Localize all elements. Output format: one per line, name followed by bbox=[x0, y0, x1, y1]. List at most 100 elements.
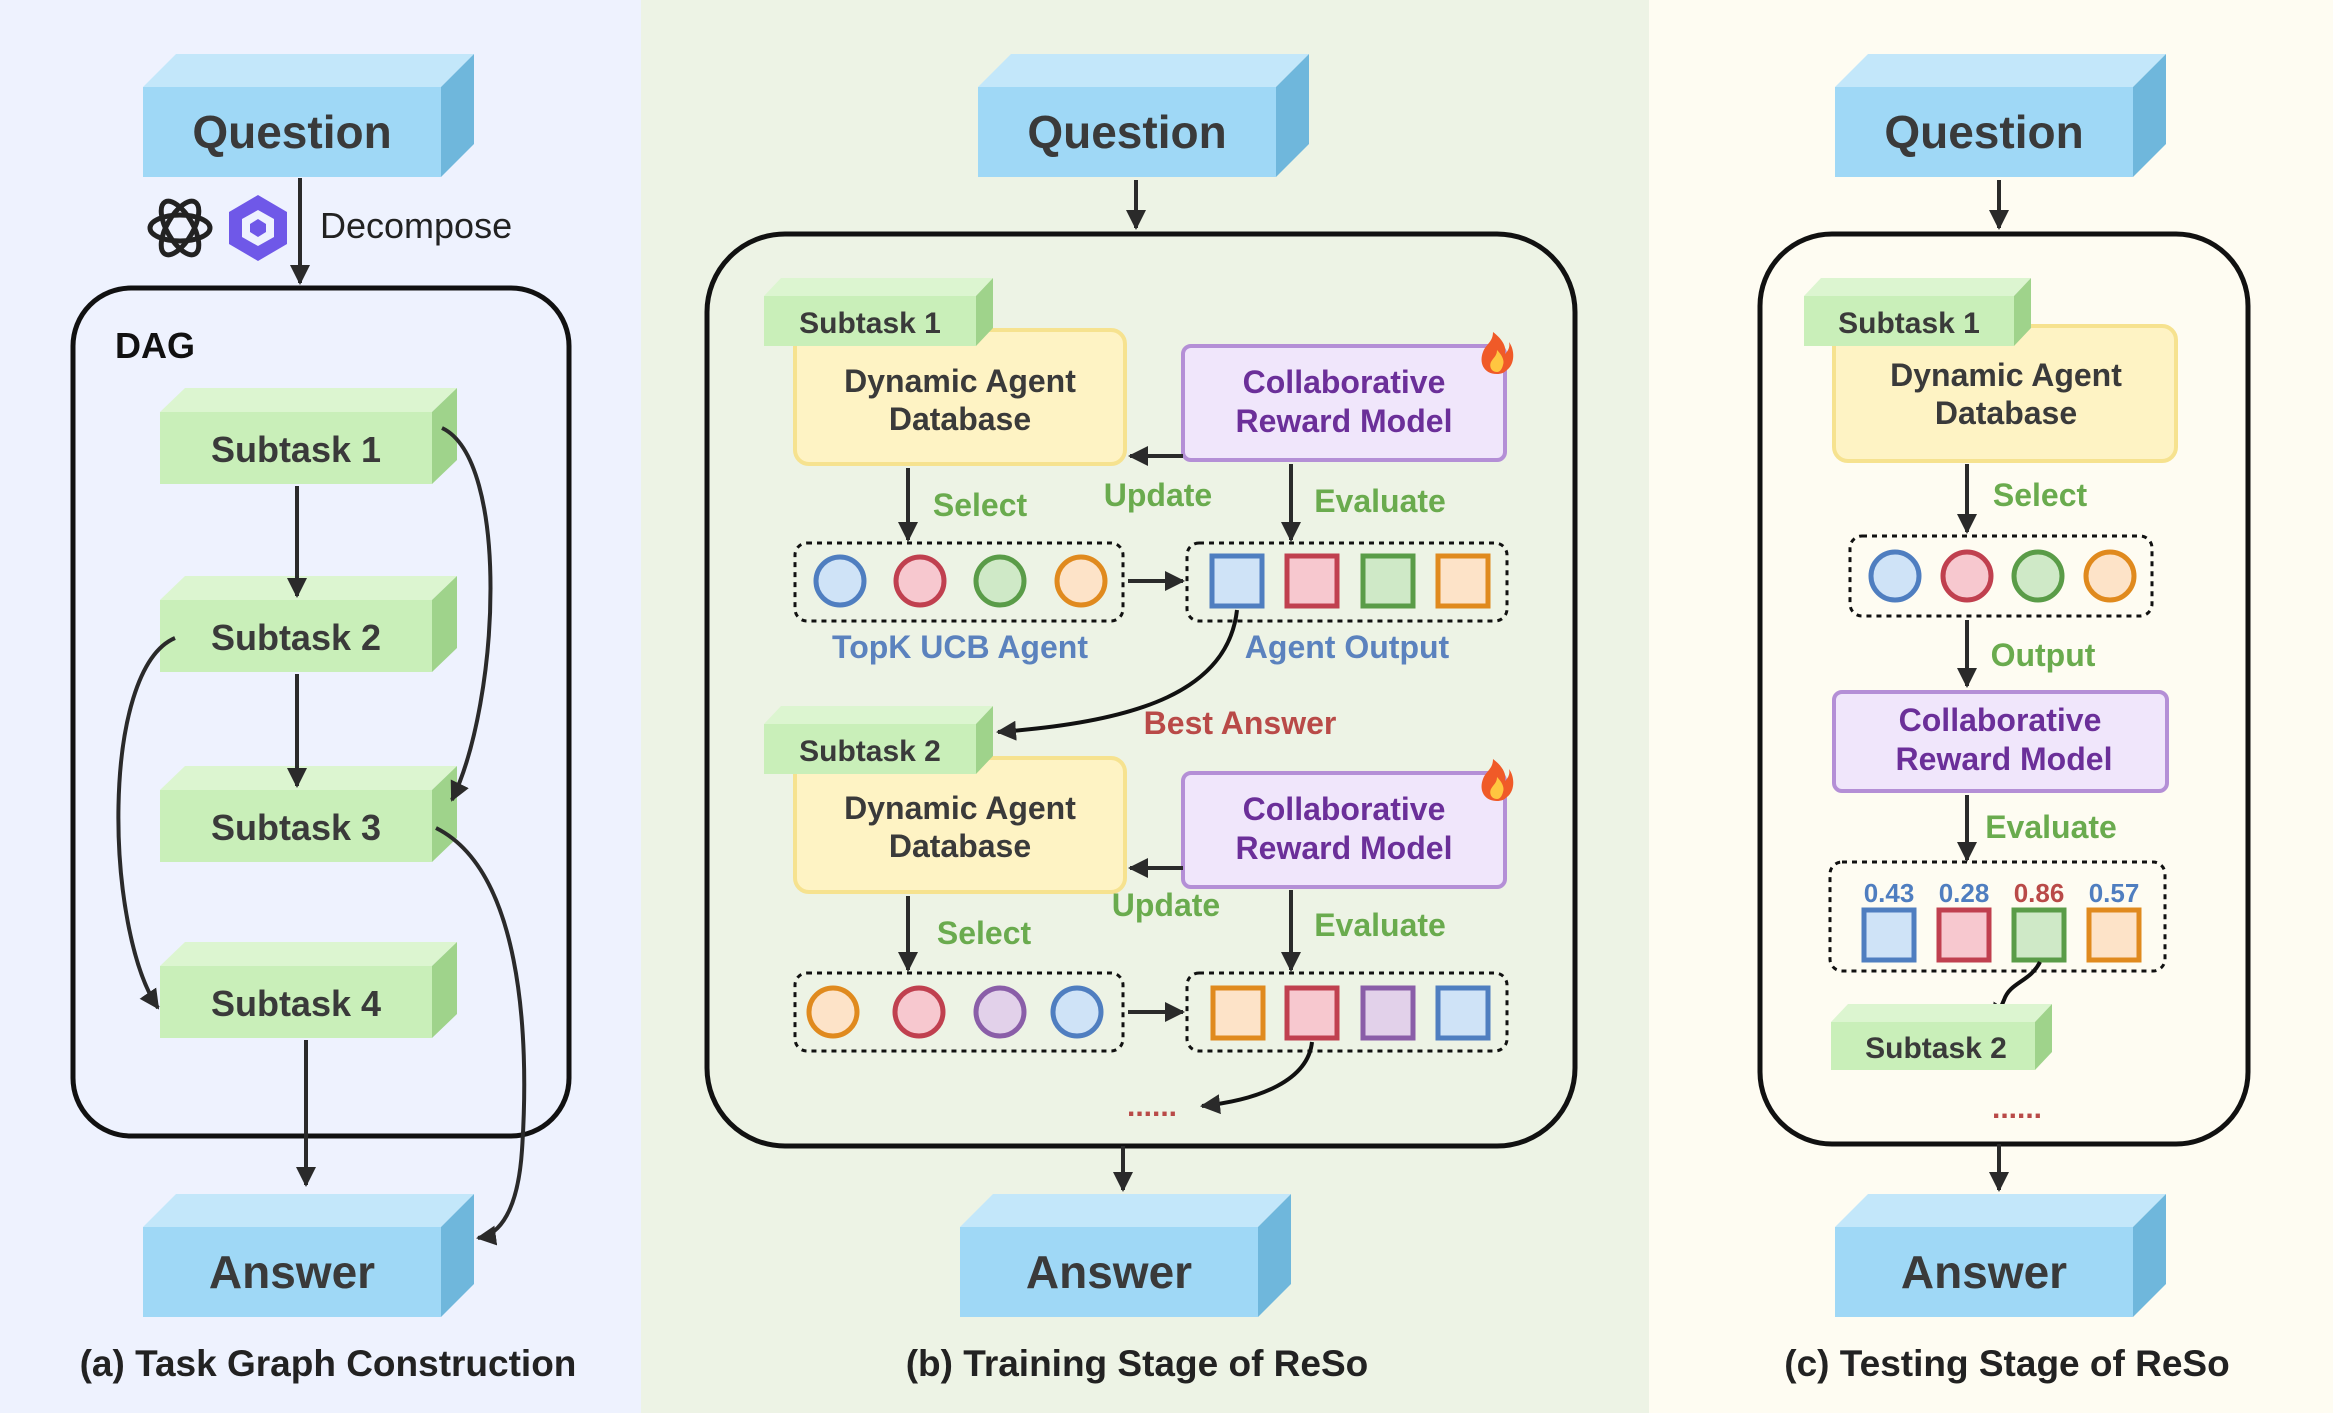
output-square bbox=[1284, 553, 1340, 609]
subtask-4-box-a: Subtask 4 bbox=[160, 942, 457, 1038]
agent-circle bbox=[2011, 549, 2065, 603]
subtask-1-label: Subtask 1 bbox=[211, 429, 381, 470]
output-square bbox=[1360, 553, 1416, 609]
subtask-3-label: Subtask 3 bbox=[211, 807, 381, 848]
db-line-1: Dynamic Agent bbox=[1890, 357, 2122, 393]
fire-icon bbox=[1481, 759, 1514, 801]
answer-box-b: Answer bbox=[960, 1194, 1291, 1317]
subtask-1-tag-b: Subtask 1 bbox=[764, 278, 993, 346]
dynamic-agent-database-2: Dynamic Agent Database bbox=[793, 756, 1127, 894]
select-label-2: Select bbox=[937, 915, 1032, 951]
score-1: 0.43 bbox=[1864, 878, 1915, 908]
crm-line-2: Reward Model bbox=[1896, 741, 2113, 777]
output-square bbox=[1936, 907, 1992, 963]
agent-group-c bbox=[1848, 534, 2154, 618]
output-square bbox=[1209, 553, 1265, 609]
panel-c: Question Dynamic Agent Database Subtask … bbox=[1757, 54, 2251, 1384]
crm-line-2: Reward Model bbox=[1236, 830, 1453, 866]
answer-label: Answer bbox=[1901, 1246, 2067, 1298]
subtask-2-tag-c: Subtask 2 bbox=[1831, 1004, 2052, 1070]
topk-agent-group-1 bbox=[793, 541, 1125, 623]
subtask-2-label: Subtask 2 bbox=[799, 735, 941, 768]
collaborative-reward-model-c: Collaborative Reward Model bbox=[1832, 690, 2169, 793]
question-label: Question bbox=[1884, 106, 2083, 158]
subtask-1-label: Subtask 1 bbox=[799, 307, 941, 340]
evaluate-label-c: Evaluate bbox=[1985, 809, 2117, 845]
subtask-2-tag-b: Subtask 2 bbox=[764, 706, 993, 774]
output-square bbox=[2011, 907, 2067, 963]
output-square bbox=[1435, 553, 1491, 609]
subtask-1-tag-c: Subtask 1 bbox=[1804, 278, 2031, 346]
db-line-2: Database bbox=[889, 828, 1031, 864]
agent-circle bbox=[1054, 554, 1108, 608]
training-container bbox=[704, 231, 1578, 1149]
db-line-1: Dynamic Agent bbox=[844, 363, 1076, 399]
question-box-b: Question bbox=[978, 54, 1309, 177]
output-square bbox=[1861, 907, 1917, 963]
testing-container bbox=[1757, 231, 2251, 1147]
subtask-2-label: Subtask 2 bbox=[211, 617, 381, 658]
panel-b: Question Dynamic Agent Database Subtask … bbox=[704, 54, 1578, 1384]
panel-a-background bbox=[0, 0, 641, 1413]
evaluate-label-1: Evaluate bbox=[1314, 483, 1446, 519]
crm-line-1: Collaborative bbox=[1243, 364, 1446, 400]
caption-c: (c) Testing Stage of ReSo bbox=[1784, 1343, 2229, 1384]
agent-circle bbox=[973, 554, 1027, 608]
db-line-2: Database bbox=[889, 401, 1031, 437]
answer-label: Answer bbox=[1026, 1246, 1192, 1298]
dynamic-agent-database-c: Dynamic Agent Database bbox=[1832, 324, 2178, 463]
db-line-1: Dynamic Agent bbox=[844, 790, 1076, 826]
agent-circle bbox=[1940, 549, 1994, 603]
arrow-next-round bbox=[1200, 1041, 1314, 1115]
subtask-1-box-a: Subtask 1 bbox=[160, 388, 457, 484]
output-square bbox=[2086, 907, 2142, 963]
score-4: 0.57 bbox=[2089, 878, 2140, 908]
db-line-2: Database bbox=[1935, 395, 2077, 431]
subtask-4-label: Subtask 4 bbox=[211, 983, 381, 1024]
agent-circle bbox=[806, 985, 860, 1039]
agent-circle bbox=[1050, 985, 1104, 1039]
collaborative-reward-model-2: Collaborative Reward Model bbox=[1181, 771, 1507, 889]
output-label-c: Output bbox=[1991, 637, 2096, 673]
arrow-best-answer bbox=[996, 609, 1239, 741]
question-box-a: Question bbox=[143, 54, 474, 177]
answer-box-c: Answer bbox=[1835, 1194, 2166, 1317]
dag-container bbox=[70, 285, 572, 1139]
decompose-label: Decompose bbox=[320, 205, 512, 246]
score-2: 0.28 bbox=[1939, 878, 1990, 908]
score-3: 0.86 bbox=[2014, 878, 2065, 908]
dag-label: DAG bbox=[115, 325, 195, 366]
output-square bbox=[1435, 985, 1491, 1041]
agent-output-group-1 bbox=[1185, 541, 1509, 623]
agent-output-label: Agent Output bbox=[1245, 629, 1450, 665]
fire-icon bbox=[1481, 332, 1514, 374]
caption-b: (b) Training Stage of ReSo bbox=[906, 1343, 1369, 1384]
agent-circle bbox=[892, 985, 946, 1039]
ellipsis-c: ...... bbox=[1992, 1092, 2042, 1125]
agent-circle bbox=[1868, 549, 1922, 603]
openai-logo-icon bbox=[147, 198, 213, 258]
dynamic-agent-database-1: Dynamic Agent Database bbox=[793, 328, 1127, 466]
topk-agent-group-2 bbox=[793, 971, 1125, 1053]
crm-line-2: Reward Model bbox=[1236, 403, 1453, 439]
subtask-3-box-a: Subtask 3 bbox=[160, 766, 457, 862]
best-answer-label: Best Answer bbox=[1144, 705, 1337, 741]
agent-circle bbox=[2083, 549, 2137, 603]
agent-circle bbox=[893, 554, 947, 608]
update-label-2: Update bbox=[1112, 887, 1220, 923]
select-label-c: Select bbox=[1993, 477, 2088, 513]
answer-label: Answer bbox=[209, 1246, 375, 1298]
update-label-1: Update bbox=[1104, 477, 1212, 513]
agent-output-group-2 bbox=[1185, 971, 1509, 1053]
output-square bbox=[1210, 985, 1266, 1041]
subtask-2-label: Subtask 2 bbox=[1865, 1032, 2007, 1065]
topk-label: TopK UCB Agent bbox=[832, 629, 1088, 665]
subtask-1-label: Subtask 1 bbox=[1838, 307, 1980, 340]
crm-line-1: Collaborative bbox=[1243, 791, 1446, 827]
ellipsis-b: ...... bbox=[1127, 1090, 1177, 1123]
collaborative-reward-model-1: Collaborative Reward Model bbox=[1181, 344, 1507, 462]
crm-line-1: Collaborative bbox=[1899, 702, 2102, 738]
evaluate-label-2: Evaluate bbox=[1314, 907, 1446, 943]
output-square bbox=[1360, 985, 1416, 1041]
